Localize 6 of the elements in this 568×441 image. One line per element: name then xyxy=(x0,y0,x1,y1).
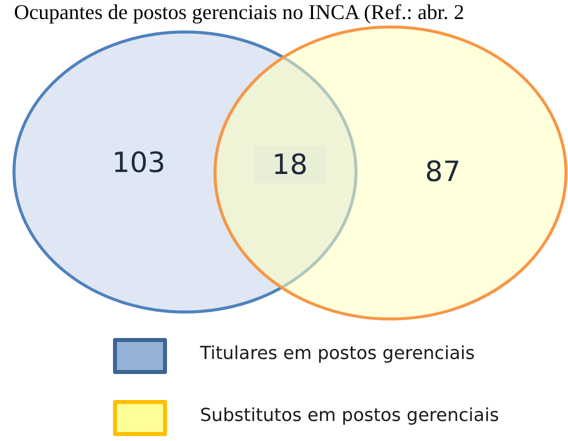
title: Ocupantes de postos gerenciais no INCA (Ref.: abr. 2 xyxy=(14,0,464,24)
legend-label: Substitutos em postos gerenciais xyxy=(200,405,499,426)
legend-label: Titulares em postos gerenciais xyxy=(200,343,475,364)
set-count: 87 xyxy=(425,155,461,188)
intersection-count: 18 xyxy=(254,146,326,183)
set-count: 103 xyxy=(112,146,166,179)
